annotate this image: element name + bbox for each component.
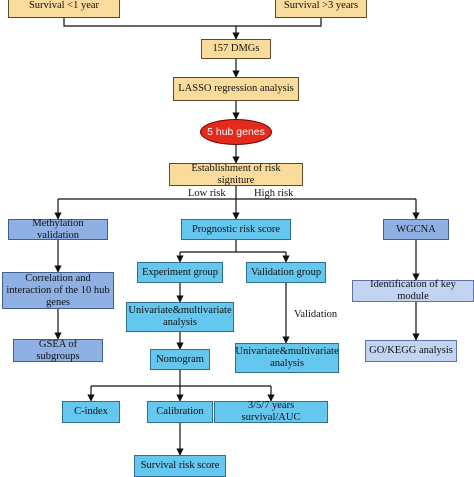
- experiment-text: Experiment group: [141, 266, 219, 278]
- prognostic-box: Prognostic risk score: [181, 219, 291, 240]
- wgcna-text: WGCNA: [396, 223, 436, 235]
- survival-auc-text: 3/5/7 years survival/AUC: [241, 400, 301, 423]
- survival-gt3-box: Survival >3 years: [275, 0, 367, 18]
- validation-group-box: Validation group: [246, 262, 326, 283]
- methylation-box: Methylation validation: [8, 217, 108, 241]
- survival-risk-text: Survival risk score: [140, 460, 220, 471]
- nomogram-box: Nomogram: [150, 349, 210, 370]
- correlation-box: Correlation and interaction of the 10 hu…: [2, 272, 114, 309]
- connector-survival-merge: [63, 18, 322, 27]
- calibration-text: Calibration: [156, 406, 204, 417]
- nomogram-text: Nomogram: [156, 353, 204, 365]
- cindex-text: C-index: [74, 406, 108, 417]
- univariate-exp-box: Univariate&multivariate analysis: [126, 302, 234, 332]
- prognostic-text: Prognostic risk score: [191, 223, 281, 235]
- go-kegg-box: GO/KEGG analysis: [365, 340, 457, 362]
- survival-lt1-text: Survival <1 year: [28, 0, 100, 11]
- dmgs-box: 157 DMGs: [201, 39, 271, 59]
- lasso-box: LASSO regression analysis: [173, 77, 299, 101]
- correlation-text: Correlation and interaction of the 10 hu…: [6, 272, 110, 308]
- survival-gt3-text: Survival >3 years: [283, 0, 359, 11]
- experiment-box: Experiment group: [137, 262, 223, 283]
- key-module-text: Identification of key module: [370, 279, 456, 302]
- hub-genes-ellipse: 5 hub genes: [200, 119, 272, 145]
- connector-group-split: [180, 240, 286, 253]
- dmgs-text: 157 DMGs: [212, 43, 260, 54]
- gsea-text: GSEA of subgroups: [36, 338, 80, 362]
- risk-signature-box: Establishment of risk signiture: [169, 163, 303, 186]
- univariate-val-box: Univariate&multivariate analysis: [235, 343, 339, 373]
- hub-genes-text: 5 hub genes: [207, 126, 265, 138]
- risk-signature-text: Establishment of risk signiture: [191, 162, 281, 186]
- survival-auc-box: 3/5/7 years survival/AUC: [214, 400, 328, 423]
- high-risk-label: High risk: [254, 188, 294, 199]
- low-risk-label: Low risk: [188, 188, 226, 199]
- cindex-box: C-index: [62, 401, 120, 423]
- survival-lt1-box: Survival <1 year: [8, 0, 120, 18]
- validation-label: Validation: [294, 309, 338, 320]
- gsea-box: GSEA of subgroups: [13, 339, 103, 362]
- go-kegg-text: GO/KEGG analysis: [369, 345, 453, 356]
- wgcna-box: WGCNA: [383, 219, 449, 240]
- lasso-text: LASSO regression analysis: [178, 83, 294, 94]
- univariate-val-text: Univariate&multivariate analysis: [235, 346, 339, 369]
- methylation-text: Methylation validation: [32, 217, 84, 241]
- univariate-exp-text: Univariate&multivariate analysis: [128, 305, 232, 328]
- calibration-box: Calibration: [147, 401, 213, 423]
- validation-group-text: Validation group: [250, 266, 322, 278]
- key-module-box: Identification of key module: [352, 279, 474, 302]
